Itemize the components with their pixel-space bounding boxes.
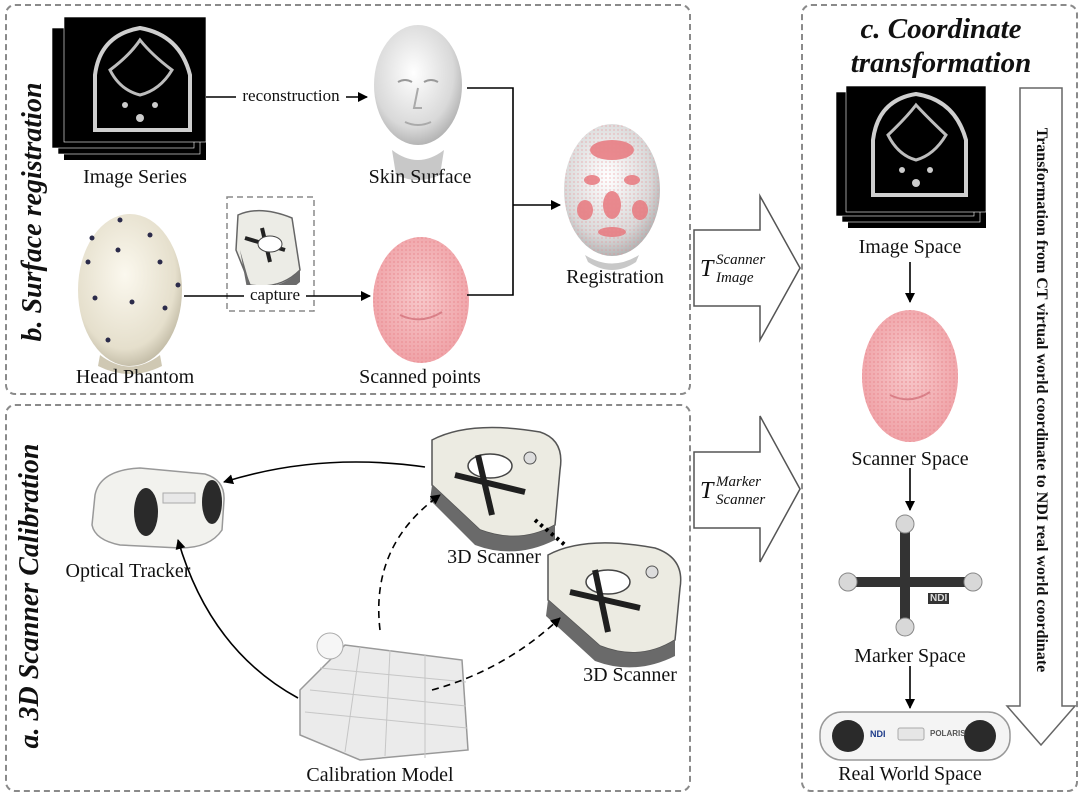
skin-surface-label: Skin Surface — [368, 166, 472, 188]
panel-a-arrows — [175, 461, 567, 699]
marker-brand-text: NDI — [928, 593, 950, 604]
scanner-calibration-panel — [5, 404, 691, 792]
transform-lower-base: T — [700, 478, 714, 504]
capture-label: capture — [244, 285, 306, 305]
scanned-points-cloud — [373, 237, 469, 363]
scanner-space-cloud — [862, 310, 958, 442]
scanner-bottom-label: 3D Scanner — [583, 664, 677, 686]
optical-tracker-label: Optical Tracker — [65, 560, 191, 582]
capture-device-box — [226, 196, 315, 312]
calibration-model — [299, 632, 469, 761]
image-series-label: Image Series — [83, 166, 187, 188]
coordinate-transformation-panel — [801, 4, 1078, 792]
reconstruction-label: reconstruction — [236, 86, 346, 106]
lower-block-arrow — [693, 415, 801, 563]
upper-block-arrow — [693, 193, 801, 343]
transform-upper-sub: Image — [716, 270, 754, 286]
scanner-device-bottom — [546, 542, 682, 668]
marker-space-label: Marker Space — [854, 645, 966, 667]
transform-upper-sup: Scanner — [716, 252, 766, 268]
transform-lower-sub: Scanner — [716, 492, 766, 508]
tracker-brand-text: NDI — [870, 729, 886, 739]
ndi-marker — [838, 514, 983, 637]
registration-head — [564, 124, 660, 270]
skin-surface-head — [374, 25, 462, 180]
head-phantom — [78, 214, 182, 374]
small-scanner-icon — [235, 209, 301, 296]
surface-registration-panel — [5, 4, 691, 395]
title-line-1: c. Coordinate — [860, 13, 1022, 45]
title-line-2: transformation — [850, 47, 1032, 79]
scanner-device-top — [430, 426, 562, 552]
image-space-ct — [835, 85, 987, 228]
real-world-space-label: Real World Space — [838, 763, 982, 785]
coordinate-transformation-title: c. Coordinate transformation — [816, 12, 1066, 80]
tracker-model-text: POLARIS — [930, 729, 966, 738]
scanner-space-label: Scanner Space — [851, 448, 969, 470]
transform-upper-base: T — [700, 256, 714, 282]
head-phantom-label: Head Phantom — [75, 366, 195, 388]
transform-lower-sup: Marker — [716, 474, 761, 490]
image-space-label: Image Space — [858, 236, 962, 258]
scanned-points-label: Scanned points — [359, 366, 481, 388]
panel-b-arrows — [184, 87, 561, 301]
scanner-top-label: 3D Scanner — [447, 546, 541, 568]
optical-tracker — [91, 467, 225, 549]
vertical-transformation-arrow — [1005, 87, 1077, 747]
registration-label: Registration — [566, 266, 664, 288]
ct-image-series — [51, 16, 207, 160]
ndi-polaris-tracker — [819, 711, 1011, 761]
vertical-transformation-text: Transformation from CT virtual world coo… — [1033, 127, 1050, 673]
calibration-model-label: Calibration Model — [306, 764, 454, 786]
